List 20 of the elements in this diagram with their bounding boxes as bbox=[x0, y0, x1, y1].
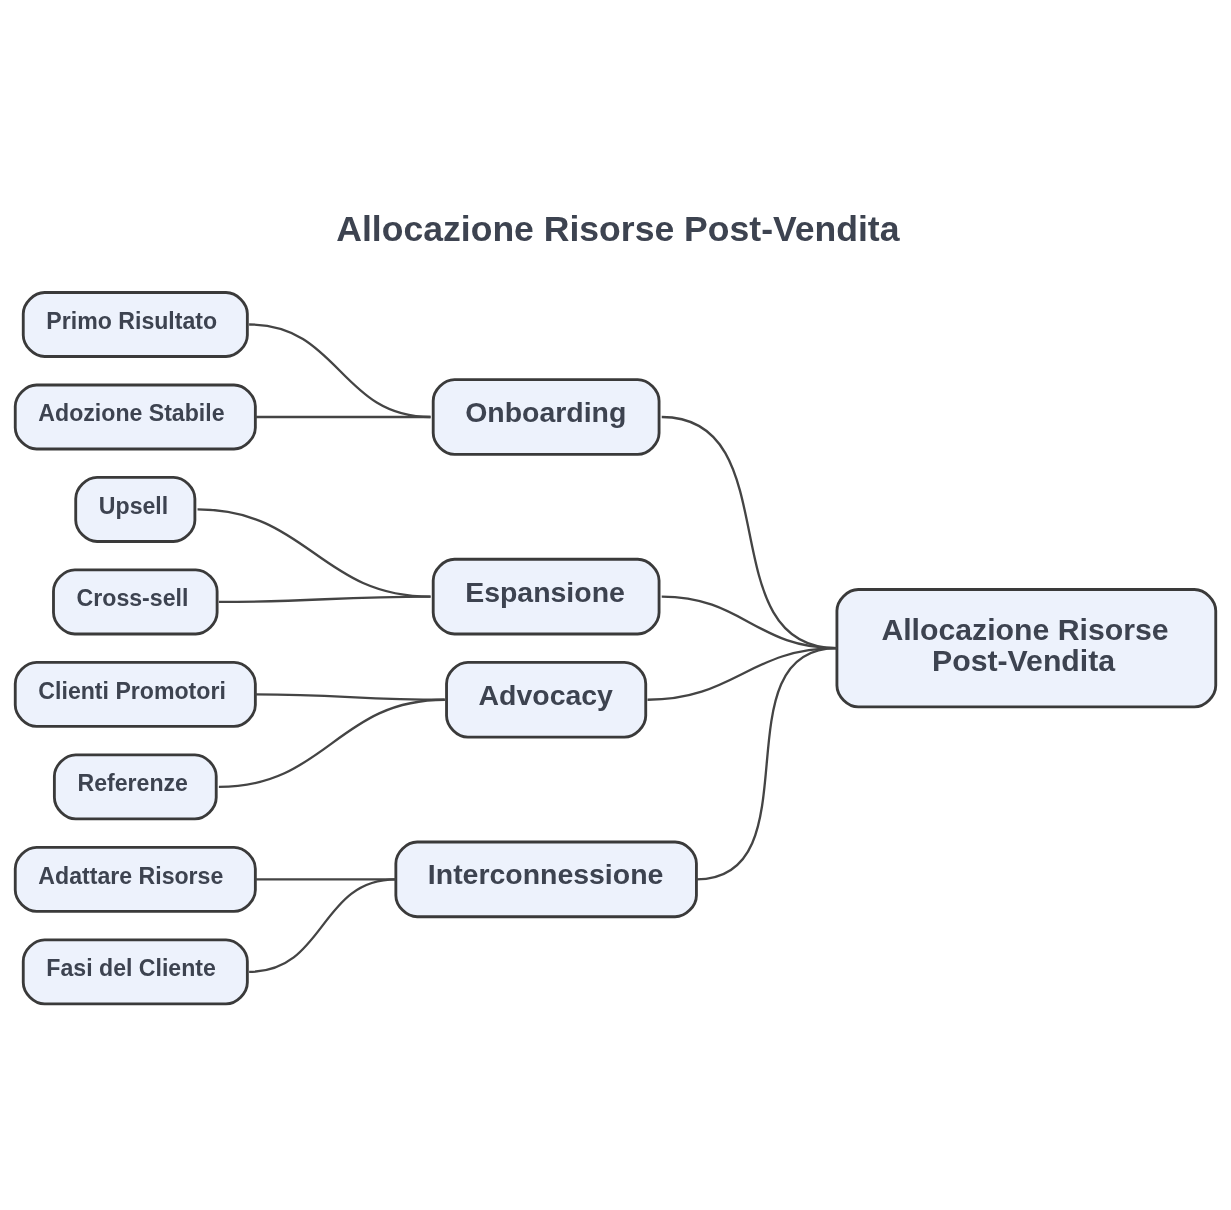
node-box: Allocazione Risorse Post-Vendita bbox=[835, 587, 1218, 708]
connector bbox=[696, 646, 838, 881]
node-box: Cross-sell bbox=[52, 568, 219, 635]
connector bbox=[249, 877, 396, 973]
node-box: Primo Risultato bbox=[21, 290, 249, 358]
connector bbox=[255, 415, 431, 418]
connector bbox=[218, 594, 431, 603]
node-box: Espansione bbox=[431, 557, 661, 635]
node-box: Adozione Stabile bbox=[13, 383, 257, 450]
node-box: Referenze bbox=[52, 752, 218, 820]
diagram-title: Allocazione Risorse Post-Vendita bbox=[336, 208, 900, 249]
node-box: Adattare Risorse bbox=[13, 845, 257, 913]
node-box: Interconnessione bbox=[394, 840, 698, 918]
node-box: Fasi del Cliente bbox=[21, 937, 249, 1005]
node-box: Upsell bbox=[74, 475, 197, 543]
connector bbox=[218, 698, 445, 788]
connector bbox=[249, 322, 431, 418]
node-box: Advocacy bbox=[445, 660, 648, 739]
node-box: Clienti Promotori bbox=[13, 660, 257, 728]
node-box: Onboarding bbox=[431, 377, 661, 456]
